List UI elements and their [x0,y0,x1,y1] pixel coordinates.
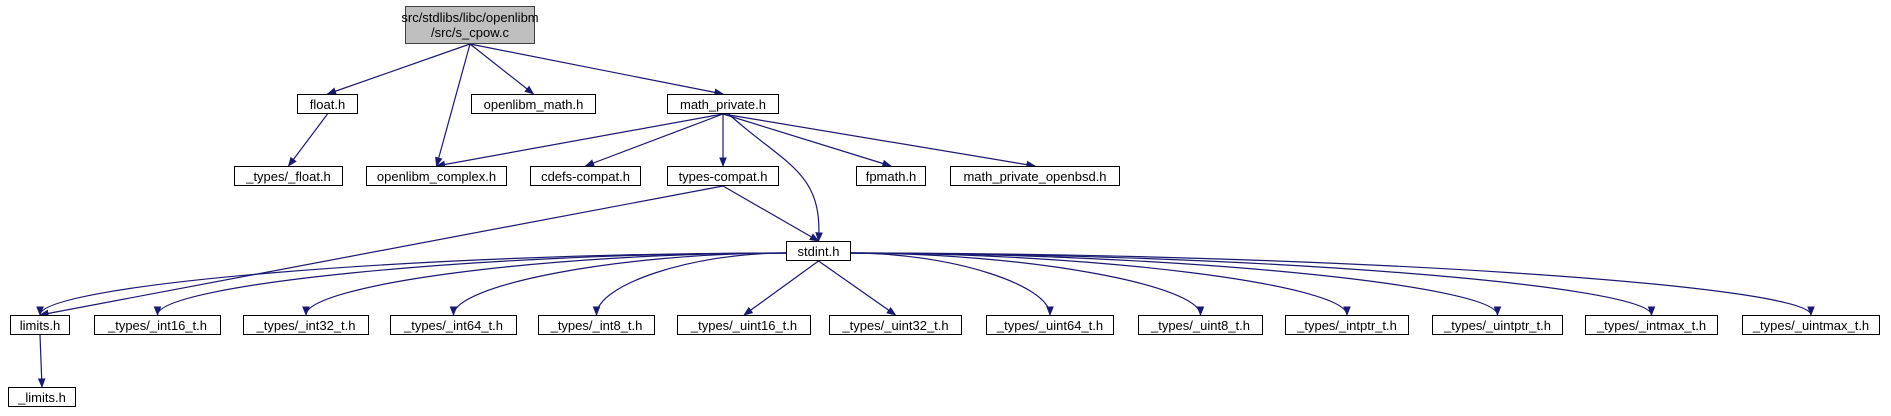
root-file-node[interactable]: src/stdlibs/libc/openlibm /src/s_cpow.c [401,6,539,44]
node-types-uint32-t-h[interactable]: _types/_uint32_t.h [829,315,962,335]
edge-stdint_h-to-limits_h [36,252,787,316]
root-file-label-line1: src/stdlibs/libc/openlibm [401,10,539,25]
node-types-intmax-t-h[interactable]: _types/_intmax_t.h [1585,315,1718,335]
edge-root-to-math_private_h [469,43,724,97]
edge-stdint_h-to-uint64_t_h [850,252,1054,316]
node-types-uint64-t-h[interactable]: _types/_uint64_t.h [986,315,1114,335]
node-types-uintmax-t-h[interactable]: _types/_uintmax_t.h [1742,315,1880,335]
edge-stdint_h-to-int16_t_h [153,252,787,316]
edge-stdint_h-to-uint8_t_h [850,252,1205,316]
node-types-int64-t-h[interactable]: _types/_int64_t.h [390,315,517,335]
node-types-uint16-t-h[interactable]: _types/_uint16_t.h [677,315,811,335]
edge-math_private_h-to-fpmath_h [722,113,892,168]
edge-limits_h-to-limits_private_h [37,334,46,388]
node-types-uintptr-t-h[interactable]: _types/_uintptr_t.h [1432,315,1563,335]
edge-math_private_h-to-stdint_h [728,113,823,242]
node-types-int8-t-h[interactable]: _types/_int8_t.h [538,315,655,335]
node-float-h[interactable]: float.h [297,94,358,114]
node-cdefs-compat-h[interactable]: cdefs-compat.h [530,166,641,186]
edge-root-to-openlibm_complex_h [435,43,471,167]
node-types-uint8-t-h[interactable]: _types/_uint8_t.h [1138,315,1263,335]
edge-stdint_h-to-intptr_t_h [850,252,1351,316]
node-types-intptr-t-h[interactable]: _types/_intptr_t.h [1285,315,1409,335]
node-limits-private-h[interactable]: _limits.h [8,387,76,407]
edge-stdint_h-to-intmax_t_h [850,252,1656,316]
edge-stdint_h-to-uint16_t_h [743,260,819,316]
node-types-int16-t-h[interactable]: _types/_int16_t.h [94,315,221,335]
edge-stdint_h-to-uintmax_t_h [850,252,1815,316]
edge-stdint_h-to-uintptr_t_h [850,252,1502,316]
edge-types_compat_h-to-limits_h [39,185,724,318]
edge-types_compat_h-to-stdint_h [722,185,820,242]
node-math-private-openbsd-h[interactable]: math_private_openbsd.h [950,166,1120,186]
edge-stdint_h-to-int8_t_h [592,252,787,316]
root-file-label-line2: /src/s_cpow.c [430,25,510,40]
edge-root-to-openlibm_math_h [469,43,535,95]
node-openlibm-math-h[interactable]: openlibm_math.h [471,94,596,114]
edge-root-to-float_h [326,43,471,95]
edge-stdint_h-to-int64_t_h [449,252,787,316]
node-math-private-h[interactable]: math_private.h [667,94,779,114]
node-types-compat-h[interactable]: types-compat.h [667,166,779,186]
edge-stdint_h-to-int32_t_h [302,252,787,316]
node-openlibm-complex-h[interactable]: openlibm_complex.h [366,166,507,186]
node-types-int32-t-h[interactable]: _types/_int32_t.h [243,315,369,335]
node-stdint-h[interactable]: stdint.h [786,241,851,261]
edge-math_private_h-to-openlibm_complex_h [435,113,724,169]
node-fpmath-h[interactable]: fpmath.h [856,166,926,186]
edge-math_private_h-to-math_private_openbsd_h [722,113,1036,169]
edge-stdint_h-to-uint32_t_h [818,260,897,316]
node-types-float-h[interactable]: _types/_float.h [234,166,343,186]
node-limits-h[interactable]: limits.h [10,315,70,335]
edge-float_h-to-types_float_h [287,113,328,167]
edge-math_private_h-to-cdefs_compat_h [584,113,724,167]
